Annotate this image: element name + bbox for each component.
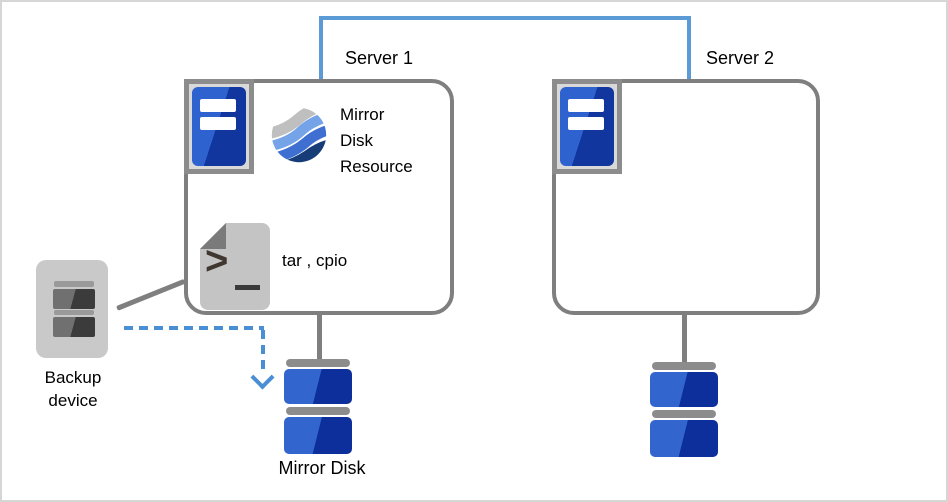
device-drive (53, 289, 95, 309)
disk-cap (286, 407, 350, 415)
backup-device-label: Backup device (20, 366, 126, 412)
disk-cap (652, 362, 716, 370)
device-slot (54, 281, 94, 287)
dashed-arrow-horizontal (124, 326, 264, 330)
server-drive-bay (568, 117, 604, 130)
disk-platter (650, 372, 718, 407)
server-drive-bay (200, 99, 236, 112)
backup-label-line1: Backup (44, 368, 102, 387)
server1-label: Server 1 (345, 48, 414, 68)
script-terminal-icon: > (200, 223, 270, 310)
server-tower-icon (552, 79, 622, 174)
disk-platter (284, 417, 352, 454)
disk-platter (284, 369, 352, 404)
mirror-disk-icon-server1 (284, 359, 352, 454)
device-slot (54, 310, 94, 315)
dashed-arrow-vertical (261, 330, 265, 374)
mirror-disk-icon-server2 (650, 362, 718, 457)
server-interconnect-line (319, 16, 691, 81)
server2-label: Server 2 (706, 48, 775, 68)
disk-cap (286, 359, 350, 367)
server-drive-bay (200, 117, 236, 130)
disk-cap (652, 410, 716, 418)
prompt-gt-glyph: > (205, 239, 229, 283)
backup-to-server-line (116, 278, 186, 311)
globe-waves-icon (271, 107, 327, 163)
device-drive (53, 317, 95, 337)
mirror-disk-resource-label: Mirror Disk Resource (340, 102, 413, 180)
mdr-label-line2: Disk (340, 131, 374, 150)
backup-device-icon (36, 260, 108, 358)
server-drive-bay (568, 99, 604, 112)
backup-label-line2: device (48, 391, 98, 410)
disk-platter (650, 420, 718, 457)
mdr-label-line1: Mirror (340, 105, 385, 124)
server2-disk-connector (682, 313, 687, 365)
server-tower-body (560, 87, 614, 166)
backup-tools-label: tar , cpio (282, 251, 348, 270)
mdr-label-line3: Resource (340, 157, 413, 176)
mirror-disk-label: Mirror Disk (278, 458, 366, 478)
server-tower-body (192, 87, 246, 166)
dashed-arrow-down-icon (250, 365, 275, 390)
prompt-underscore-glyph (235, 285, 260, 290)
server1-disk-connector (317, 313, 322, 362)
server-tower-icon (184, 79, 254, 174)
